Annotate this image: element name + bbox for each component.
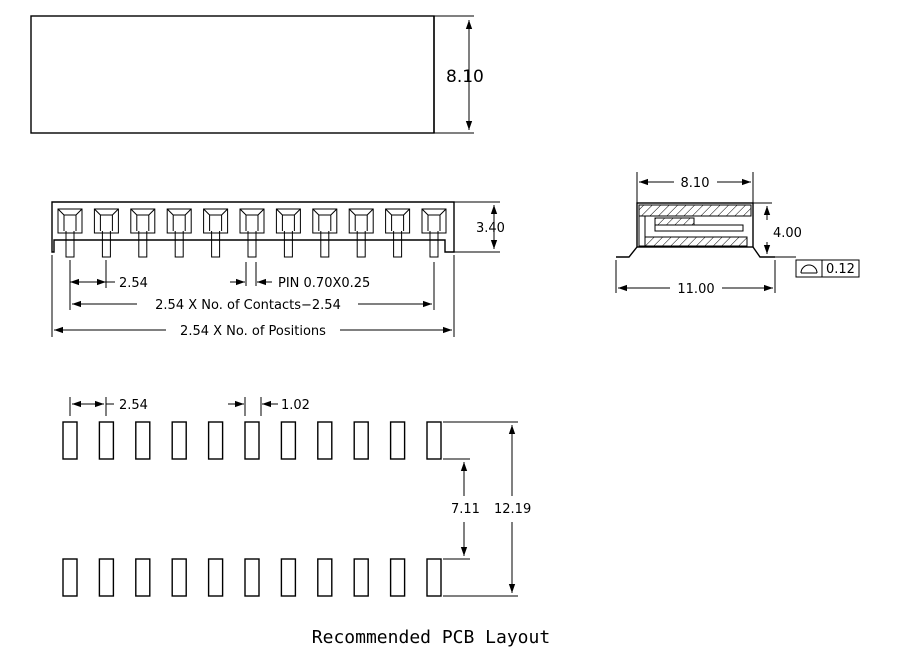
pcb-layout: 2.54 1.02 7.11 12.19 — [62, 397, 531, 597]
coplanarity-label: 0.12 — [826, 262, 855, 277]
contact — [421, 208, 447, 258]
pcb-pad-bottom — [389, 558, 406, 597]
pad-gap-label: 7.11 — [451, 502, 480, 517]
pcb-pad-top — [98, 421, 115, 460]
pcb-pad-top — [135, 421, 151, 460]
contact — [203, 208, 229, 258]
pcb-pad-bottom — [135, 558, 151, 597]
pcb-pad-bottom — [244, 558, 260, 597]
contact — [57, 208, 83, 258]
end-lead-span-label: 11.00 — [677, 282, 714, 297]
pad-span-label: 12.19 — [494, 502, 531, 517]
pcb-pad-bottom — [280, 558, 297, 597]
top-view-body — [30, 15, 435, 134]
pitch-label: 2.54 — [119, 276, 148, 291]
end-width-label: 8.10 — [681, 176, 710, 191]
profile-of-surface-icon — [800, 264, 818, 274]
pcb-pad-top — [389, 421, 406, 460]
pcb-pad-bottom — [317, 558, 333, 597]
pcb-pad-bottom — [426, 558, 442, 597]
top-height-label: 8.10 — [446, 67, 484, 87]
end-height-label: 4.00 — [773, 226, 802, 241]
pad-pitch-label: 2.54 — [119, 398, 148, 413]
pcb-pad-top — [171, 421, 187, 460]
pad-array — [62, 421, 442, 597]
top-view: 8.10 — [30, 15, 484, 134]
contact — [348, 208, 374, 258]
contact — [130, 208, 156, 258]
pcb-pad-top — [207, 421, 224, 460]
end-view: 8.10 4.00 11.00 0.12 — [615, 172, 860, 297]
pcb-pad-top — [317, 421, 333, 460]
pcb-pad-top — [244, 421, 260, 460]
contact — [93, 208, 119, 258]
contact — [312, 208, 338, 258]
pcb-pad-bottom — [207, 558, 224, 597]
side-view: 3.40 2.54 PIN 0.70X0.25 2.54 X No. of Co… — [51, 201, 505, 339]
pcb-pad-top — [426, 421, 442, 460]
coplanarity-frame — [795, 259, 860, 278]
pcb-pad-bottom — [62, 558, 78, 597]
pcb-pad-top — [62, 421, 78, 460]
pcb-pad-top — [280, 421, 297, 460]
contact — [275, 208, 301, 258]
end-view-right-lead — [752, 246, 775, 258]
side-height-label: 3.40 — [476, 221, 505, 236]
pin-size-label: PIN 0.70X0.25 — [278, 276, 370, 291]
end-view-body — [636, 202, 754, 248]
pcb-pad-top — [353, 421, 369, 460]
pcb-pad-bottom — [353, 558, 369, 597]
pcb-layout-caption: Recommended PCB Layout — [312, 627, 550, 648]
pcb-pad-bottom — [98, 558, 115, 597]
end-view-left-lead — [616, 246, 638, 258]
positions-span-label: 2.54 X No. of Positions — [180, 324, 326, 339]
pcb-pad-bottom — [171, 558, 187, 597]
side-view-body — [51, 201, 455, 253]
contacts-span-label: 2.54 X No. of Contacts−2.54 — [155, 298, 341, 313]
contact-row — [57, 208, 447, 258]
pad-width-label: 1.02 — [281, 398, 310, 413]
contact — [385, 208, 411, 258]
contact — [239, 208, 265, 258]
contact — [166, 208, 192, 258]
